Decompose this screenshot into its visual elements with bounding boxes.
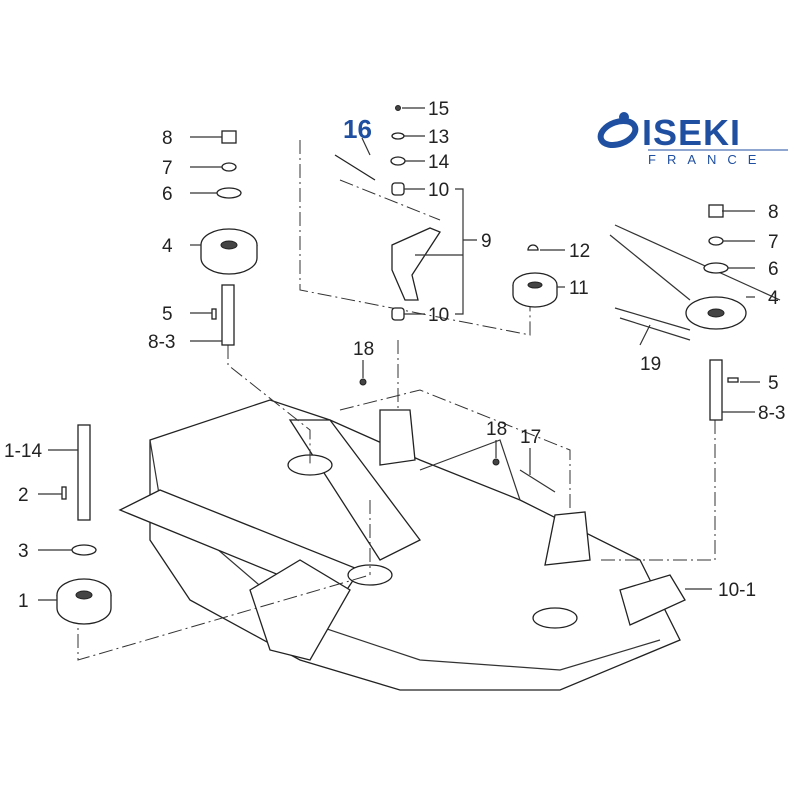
mower-deck <box>118 399 686 691</box>
left-spindle-parts <box>200 130 258 346</box>
logo-subtitle: FRANCE <box>648 152 767 167</box>
label-18-b: 18 <box>486 419 507 440</box>
label-17: 17 <box>520 427 541 448</box>
label-right-8-3: 8-3 <box>758 403 785 424</box>
label-left-8: 8 <box>162 128 173 149</box>
right-spindle-parts <box>609 204 781 421</box>
label-12: 12 <box>569 241 590 262</box>
label-left-6: 6 <box>162 184 173 205</box>
label-1: 1 <box>18 591 29 612</box>
label-right-7: 7 <box>768 232 779 253</box>
label-10-top: 10 <box>428 180 449 201</box>
logo-brand: ISEKI <box>642 112 741 153</box>
label-3: 3 <box>18 541 29 562</box>
label-10-1: 10-1 <box>718 580 756 601</box>
label-right-6: 6 <box>768 259 779 280</box>
label-right-5: 5 <box>768 373 779 394</box>
middle-parts <box>334 105 558 493</box>
label-10-bottom: 10 <box>428 305 449 326</box>
label-left-7: 7 <box>162 158 173 179</box>
label-16-highlighted: 16 <box>343 114 372 144</box>
iseki-logo: ISEKI FRANCE <box>597 112 788 167</box>
label-11: 11 <box>569 278 589 299</box>
label-left-8-3: 8-3 <box>148 332 175 353</box>
label-18-a: 18 <box>353 339 374 360</box>
label-15: 15 <box>428 99 449 120</box>
label-right-4: 4 <box>768 288 779 309</box>
label-left-5: 5 <box>162 304 173 325</box>
label-14: 14 <box>428 152 450 173</box>
label-9: 9 <box>481 231 492 252</box>
far-left-parts <box>56 424 112 625</box>
label-1-14: 1-14 <box>4 441 42 462</box>
label-13: 13 <box>428 127 449 148</box>
label-19: 19 <box>640 354 661 375</box>
label-2: 2 <box>18 485 29 506</box>
label-right-8: 8 <box>768 202 779 223</box>
leader-lines <box>38 107 760 601</box>
label-left-4: 4 <box>162 236 173 257</box>
